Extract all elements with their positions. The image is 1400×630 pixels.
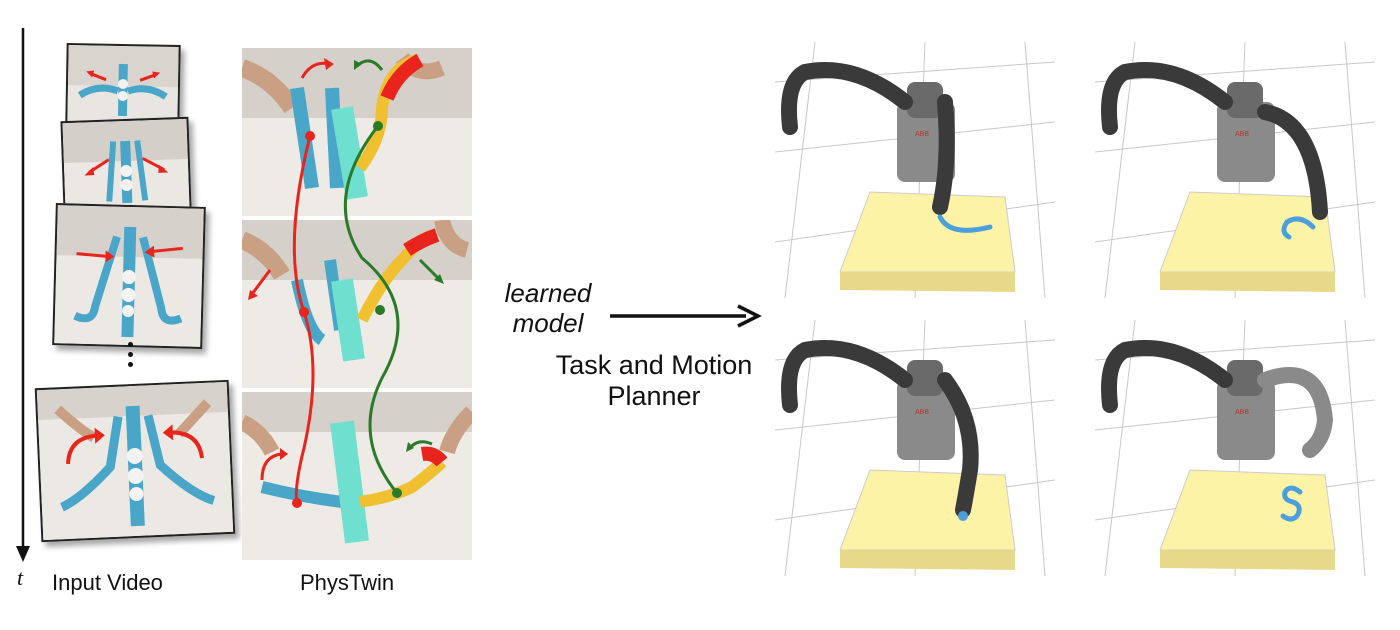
abb-logo: ABB xyxy=(915,409,929,416)
abb-logo: ABB xyxy=(1235,131,1249,138)
abb-logo: ABB xyxy=(915,131,929,138)
planner-line1: Task and Motion xyxy=(555,350,753,380)
phystwin-frame-3 xyxy=(242,392,472,560)
input-video-frame-2 xyxy=(60,116,192,214)
learned-model-line2: model xyxy=(512,308,584,338)
abb-logo: ABB xyxy=(1235,409,1249,416)
simulation-frame-1: ABB xyxy=(775,42,1055,298)
red-trajectory xyxy=(292,135,315,504)
green-trajectory xyxy=(343,125,400,494)
time-axis-arrow xyxy=(16,28,30,562)
simulation-frame-3: ABB xyxy=(775,320,1055,576)
phystwin-frame-1 xyxy=(242,48,472,216)
input-video-caption: Input Video xyxy=(52,570,163,595)
learned-model-label: learned model xyxy=(488,278,608,338)
phystwin-frame-2 xyxy=(242,220,472,388)
phystwin-caption: PhysTwin xyxy=(300,570,395,595)
more-frames-ellipsis xyxy=(124,338,136,382)
task-motion-planner-label: Task and Motion Planner xyxy=(536,350,772,412)
simulation-frame-4: ABB xyxy=(1095,320,1375,576)
planner-line2: Planner xyxy=(607,381,701,411)
input-video-frame-1 xyxy=(65,43,181,125)
learned-model-line1: learned xyxy=(504,278,592,308)
input-video-frame-4 xyxy=(34,379,236,543)
flow-arrow xyxy=(610,304,762,328)
input-video-frame-3 xyxy=(52,203,206,349)
phystwin-trajectories xyxy=(292,121,402,508)
simulation-frame-2: ABB xyxy=(1095,42,1375,298)
time-axis-label: t xyxy=(17,565,24,590)
